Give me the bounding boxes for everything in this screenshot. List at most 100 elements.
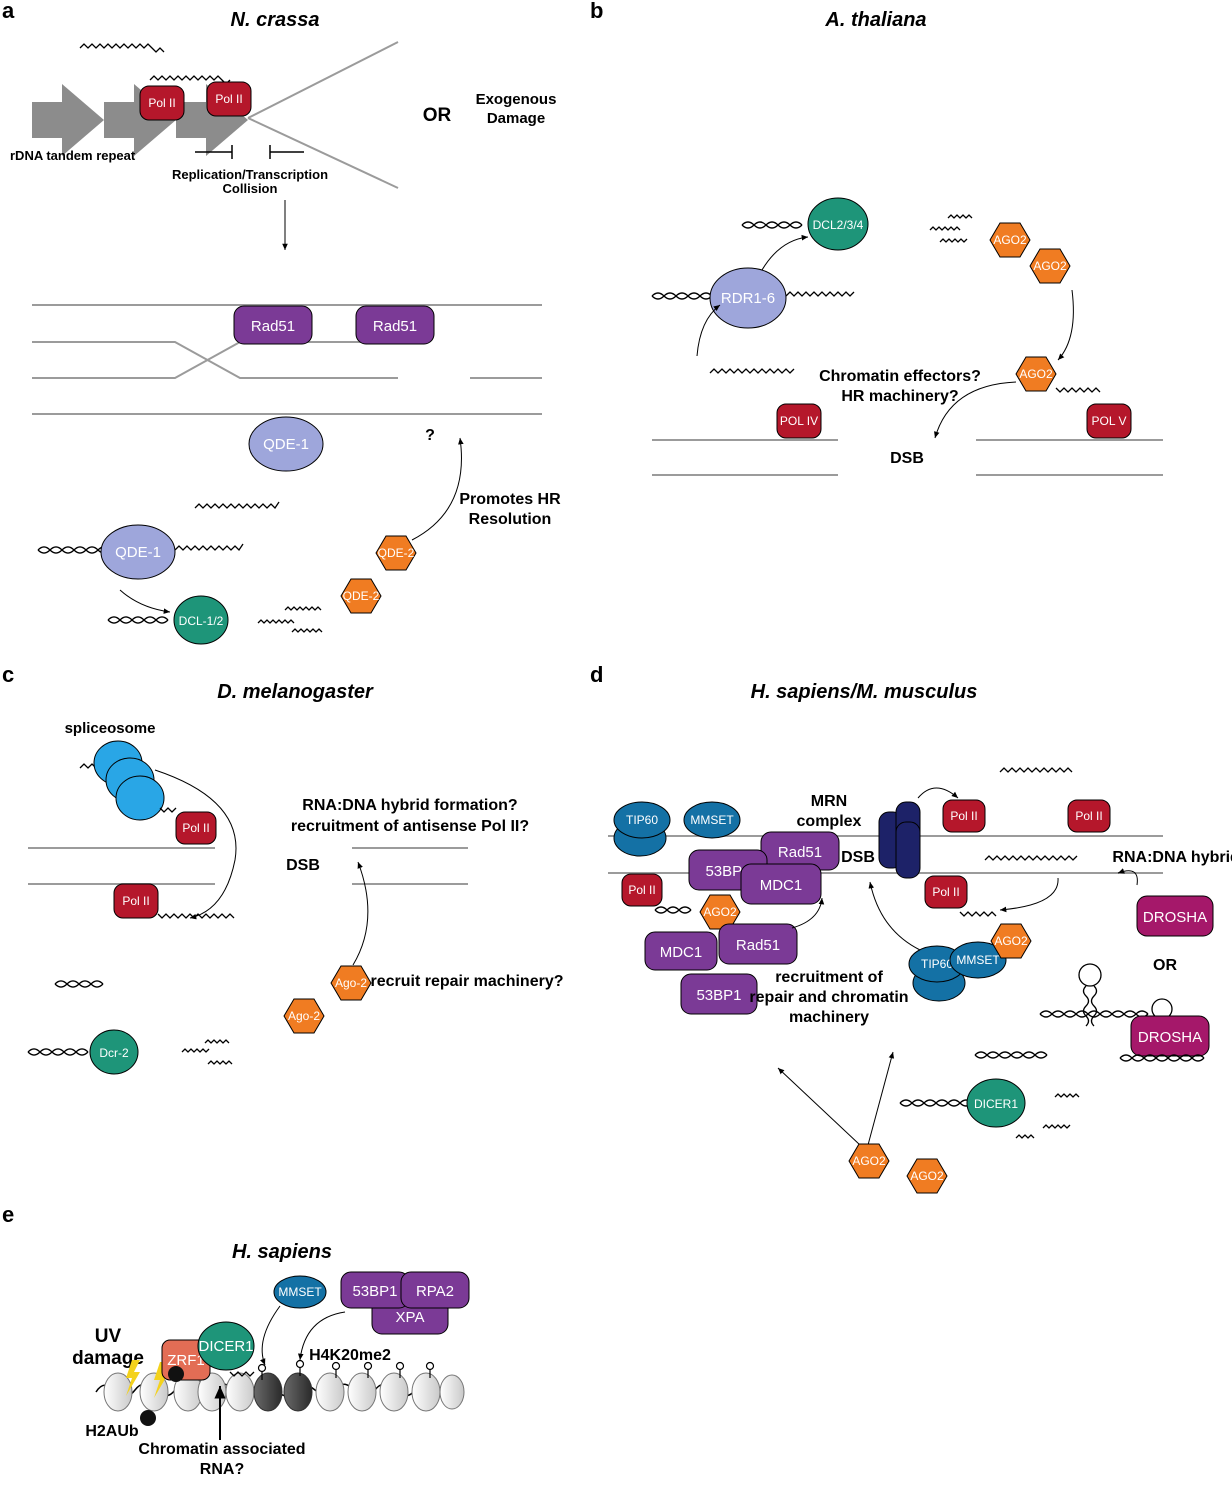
ago2-protein (699, 894, 741, 930)
rdr-label: RDR1-6 (721, 290, 775, 307)
dsrna-helix (741, 221, 803, 229)
dsb-label: DSB (841, 849, 875, 866)
pol2-label: Pol II (932, 885, 959, 899)
dsrna-helix (974, 1051, 1048, 1059)
mrn-label-2: complex (797, 813, 862, 830)
panel-c: c D. melanogaster spliceosome Pol II RNA… (2, 662, 563, 1075)
mmset-label: MMSET (956, 953, 1000, 967)
ago2-label: AGO2 (703, 905, 737, 919)
ago-label: Ago-2 (335, 976, 367, 990)
dcr-protein (89, 1029, 139, 1075)
rna-squiggle (999, 767, 1073, 773)
mmset-protein (273, 1275, 327, 1309)
hybrid-label-2: recruitment of antisense Pol II? (291, 818, 529, 835)
recruit-label-3: machinery (789, 1009, 869, 1026)
sirna (929, 226, 961, 231)
ago2-label: AGO2 (994, 934, 1028, 948)
panel-c-letter: c (2, 662, 14, 687)
rad51-label: Rad51 (736, 937, 780, 954)
collision-label-1: Replication/Transcription (172, 167, 328, 182)
pol4-label: POL IV (780, 414, 818, 428)
mmset-label: MMSET (278, 1285, 322, 1299)
dcl-protein (807, 197, 869, 251)
arrow (917, 787, 959, 799)
spliceosome-subunit (115, 775, 165, 821)
dsrna-helix (899, 1099, 973, 1107)
rna-squiggle (229, 1371, 255, 1377)
mdc1-protein (644, 931, 718, 971)
dsrna-helix (54, 980, 104, 988)
rna-squiggle (149, 75, 231, 85)
dna-strand (32, 341, 398, 379)
hybrid-label: RNA:DNA hybrid? (1112, 849, 1232, 866)
ago2-protein (989, 222, 1031, 258)
uv-label-1: UV (95, 1326, 122, 1347)
qde1-protein (100, 524, 176, 580)
panel-c-title: D. melanogaster (217, 681, 374, 703)
arrow (297, 1311, 346, 1361)
sirna (284, 606, 322, 611)
sirna (1042, 1124, 1071, 1129)
rna-squiggle (1055, 387, 1101, 393)
rad51-label: Rad51 (778, 844, 822, 861)
rna-squiggle (79, 43, 165, 53)
dsrna-helix (107, 616, 169, 624)
exogenous-label-2: Damage (487, 110, 545, 127)
car-label-2: RNA? (200, 1461, 244, 1478)
arrow (791, 897, 825, 929)
dsrna-helix (654, 906, 692, 914)
exogenous-label-1: Exogenous (476, 91, 557, 108)
rpa2-label: RPA2 (416, 1283, 454, 1300)
qde2-protein (340, 578, 382, 614)
dna-strand (32, 341, 398, 379)
promotes-label-1: Promotes HR (459, 491, 561, 508)
tip60-label: TIP60 (626, 813, 658, 827)
sirna (1054, 1093, 1080, 1098)
arrow (868, 881, 921, 951)
sirna (204, 1039, 230, 1044)
nucleosome-methylated (283, 1372, 313, 1412)
pol2-label: Pol II (182, 821, 209, 835)
mrn-label-1: MRN (811, 793, 847, 810)
chromatin-label-2: HR machinery? (841, 388, 958, 405)
panel-d: d H. sapiens/M. musculus MRN complex Pol… (590, 662, 1232, 1194)
nucleosome (439, 1374, 465, 1410)
tip60-label: TIP60 (921, 957, 953, 971)
53bp1-label: 53BP1 (705, 863, 750, 880)
nucleosome (225, 1372, 255, 1412)
pol2-complex (621, 873, 663, 907)
qde2-label: QDE-2 (343, 589, 380, 603)
qde1-protein (248, 416, 324, 472)
promotes-label-2: Resolution (469, 511, 552, 528)
rna-squiggle (785, 291, 855, 297)
pol2-label: Pol II (215, 92, 242, 106)
mmset-label: MMSET (690, 813, 734, 827)
arrow (777, 1067, 861, 1146)
dsb-label: DSB (890, 450, 924, 467)
sirna (257, 619, 295, 624)
pol2-label: Pol II (628, 883, 655, 897)
pol5-label: POL V (1092, 414, 1127, 428)
rad51-protein (355, 305, 435, 345)
ago-protein (330, 965, 372, 1001)
mdc1-protein (740, 863, 822, 905)
arrow (696, 304, 721, 357)
h4k20me2-label: H4K20me2 (309, 1347, 391, 1364)
pol2-complex (113, 883, 159, 919)
arrow (352, 861, 369, 966)
pol2-complex (139, 85, 185, 121)
pol2-complex (206, 81, 252, 117)
arrow (1057, 289, 1074, 361)
rdna-arrow-1 (32, 84, 104, 156)
pol2-label: Pol II (950, 809, 977, 823)
fork-line-top (247, 41, 399, 119)
panel-b-title: A. thaliana (824, 9, 926, 31)
mmset-protein (683, 801, 741, 839)
rna-squiggle (959, 911, 997, 917)
zrf1-label: ZRF1 (167, 1352, 205, 1369)
sirna (1015, 1134, 1035, 1139)
ago2-label: AGO2 (852, 1154, 886, 1168)
panel-a: a N. crassa Pol II Pol II rDNA tandem re… (2, 0, 561, 645)
